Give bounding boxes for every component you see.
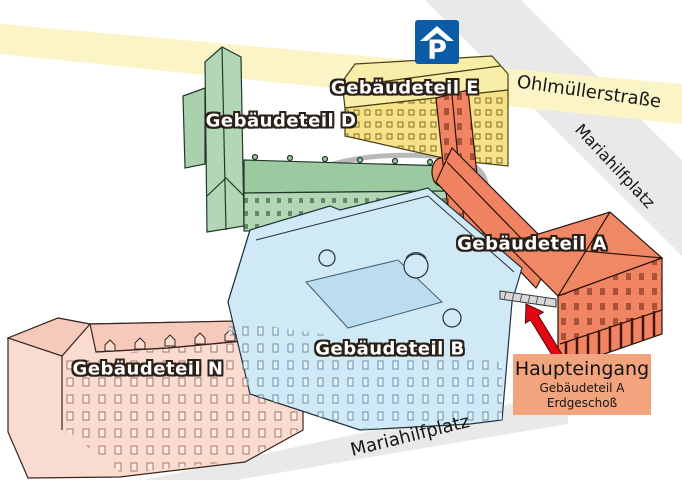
building-e-shape xyxy=(341,55,509,167)
building-label-d: Gebäudeteil D xyxy=(205,110,357,132)
main-entrance-subtitle-floor: Erdgeschoß xyxy=(546,396,618,410)
building-label-b: Gebäudeteil B xyxy=(315,338,465,360)
main-entrance-arrow xyxy=(524,303,564,361)
parking-letter: P xyxy=(427,35,447,66)
main-entrance-subtitle-building: Gebäudeteil A xyxy=(539,381,625,395)
building-b-shape xyxy=(227,187,523,431)
connecting-bridge xyxy=(499,290,557,308)
parking-garage-icon: P xyxy=(415,20,459,66)
building-label-a: Gebäudeteil A xyxy=(457,233,607,255)
main-entrance-callout: Haupteingang Gebäudeteil A Erdgeschoß xyxy=(513,354,651,415)
building-a-shape xyxy=(431,89,664,371)
building-label-e: Gebäudeteil E xyxy=(330,77,480,99)
street-ohlmuellerstrasse-band xyxy=(0,24,682,124)
main-entrance-title: Haupteingang xyxy=(514,358,650,380)
building-label-n: Gebäudeteil N xyxy=(72,358,224,380)
